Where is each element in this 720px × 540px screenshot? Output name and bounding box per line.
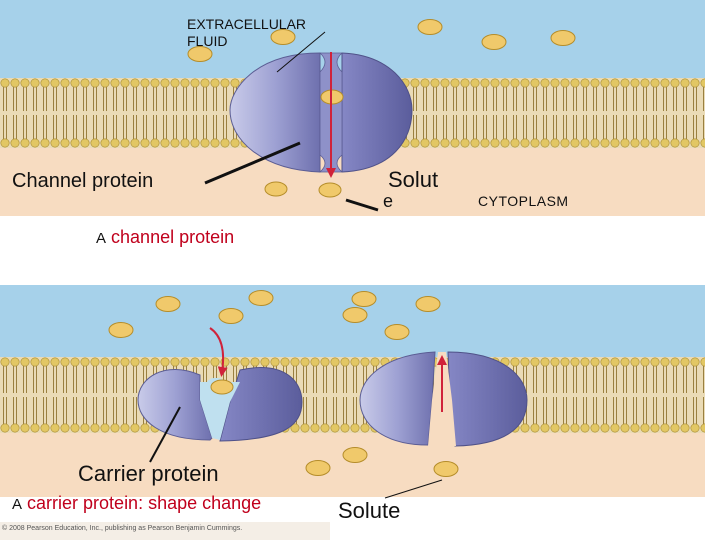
extracellular-leader-line xyxy=(276,31,326,73)
channel-protein-label: Channel protein xyxy=(12,170,154,192)
solutes-panel-b xyxy=(108,290,459,477)
carrier-protein-right-lobe xyxy=(219,367,303,442)
membrane-bilayer xyxy=(0,357,705,433)
channel-protein xyxy=(229,52,413,173)
solute-leader-line xyxy=(345,198,379,212)
carrier-entry-arrow xyxy=(209,327,228,377)
channel-protein-leader-line xyxy=(204,141,301,185)
solute-leader-line xyxy=(384,479,443,499)
solute-label-line2: e xyxy=(383,191,394,211)
solute xyxy=(481,34,507,50)
caption-b-prefix: A xyxy=(12,496,23,513)
caption-b: A carrier protein: shape change xyxy=(12,493,261,514)
solute xyxy=(187,46,213,62)
solute xyxy=(155,296,181,312)
extracellular-fluid-label: EXTRACELLULAR FLUID xyxy=(187,16,306,50)
carrier-protein-right-lobe xyxy=(447,351,528,447)
solute xyxy=(318,182,342,198)
panel-a xyxy=(0,0,705,216)
solute xyxy=(415,296,441,312)
channel-protein-left-half xyxy=(229,52,321,173)
solute-label-a: Solut e xyxy=(383,167,439,211)
cytoplasm-region xyxy=(0,433,705,497)
channel-protein-right-half xyxy=(341,52,413,173)
carrier-protein-left-lobe xyxy=(359,351,436,446)
solute xyxy=(210,379,234,395)
solute xyxy=(218,308,244,324)
carrier-protein-left-lobe xyxy=(137,369,213,441)
solute xyxy=(417,19,443,35)
panel-b xyxy=(0,285,705,499)
solutes-panel-a xyxy=(187,19,576,198)
solute-label-b: Solute xyxy=(338,498,401,523)
caption-a-text: channel protein xyxy=(111,227,235,247)
caption-b-text: carrier protein: shape change xyxy=(27,493,262,513)
solute xyxy=(108,322,134,338)
carrier-binding-site xyxy=(200,378,240,440)
solute xyxy=(342,447,368,463)
copyright-strip xyxy=(0,522,330,540)
solute xyxy=(433,461,459,477)
extracellular-label-line1: EXTRACELLULAR xyxy=(187,16,307,32)
carrier-protein-label: Carrier protein xyxy=(78,461,219,486)
solute xyxy=(270,29,296,45)
solute xyxy=(384,324,410,340)
carrier-protein-open-outside xyxy=(137,367,303,442)
carrier-protein-open-inside xyxy=(359,351,528,447)
solute xyxy=(248,290,274,306)
cytoplasm-label: CYTOPLASM xyxy=(478,193,569,209)
caption-a-prefix: A xyxy=(96,230,107,247)
solute-label-line1: Solut xyxy=(388,167,439,192)
solute xyxy=(342,307,368,323)
solute xyxy=(305,460,331,476)
solute xyxy=(264,181,288,197)
copyright-text: © 2008 Pearson Education, Inc., publishi… xyxy=(2,525,243,532)
carrier-protein-leader-line xyxy=(149,406,181,463)
caption-a: A channel protein xyxy=(96,227,234,248)
extracellular-label-line2: FLUID xyxy=(187,33,228,49)
solute xyxy=(550,30,576,46)
solute xyxy=(351,291,377,307)
